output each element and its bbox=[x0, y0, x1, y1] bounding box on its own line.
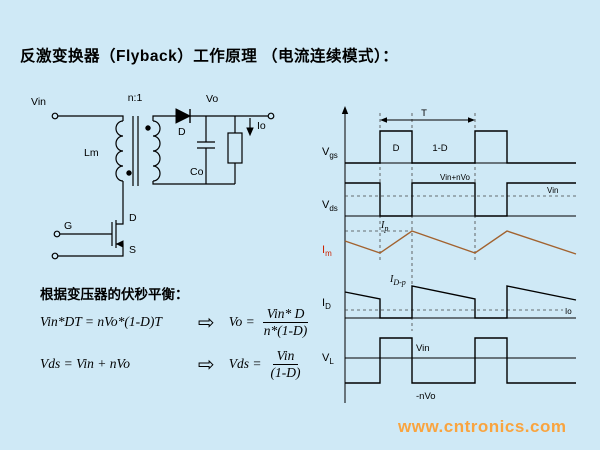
vl-low-label: -nVo bbox=[416, 391, 436, 402]
circuit-wires bbox=[58, 115, 268, 257]
vds-row: Vds Vin+nVo Vin bbox=[322, 173, 576, 217]
vl-row: VL Vin -nVo bbox=[322, 337, 576, 402]
turns-ratio-label: n:1 bbox=[128, 92, 143, 104]
diode-symbol bbox=[175, 108, 192, 124]
gate-label: G bbox=[64, 220, 72, 232]
secondary-winding bbox=[152, 120, 161, 182]
vl-trace bbox=[345, 337, 576, 384]
flyback-circuit-diagram: Vin n:1 Lm D Vo Io Co G D S bbox=[31, 92, 275, 260]
page-title: 反激变换器（Flyback）工作原理 （电流连续模式）： bbox=[20, 48, 399, 65]
id-row: ID ID-p Io bbox=[322, 274, 577, 319]
return-terminal bbox=[51, 252, 59, 260]
lm-label: Lm bbox=[84, 147, 99, 159]
vl-high-label: Vin bbox=[416, 343, 430, 354]
load-resistor bbox=[227, 132, 243, 164]
axis-arrow-icon bbox=[341, 106, 349, 114]
dot-secondary bbox=[145, 125, 151, 131]
gate-terminal bbox=[53, 230, 61, 238]
watermark: www.cntronics.com bbox=[398, 417, 567, 436]
eq1-numerator: Vin* D bbox=[262, 306, 309, 323]
eq1-denominator: n*(1-D) bbox=[263, 322, 308, 338]
im-trace bbox=[344, 230, 577, 255]
vgs-label: Vgs bbox=[322, 146, 338, 160]
equation-2: Vds = Vin + nVo ⇨ Vds = Vin (1-D) bbox=[40, 348, 303, 380]
waveform-panel: T Vgs D 1-D Vds Vin+nVo Vin Im Ip bbox=[322, 106, 577, 403]
im-label: Im bbox=[322, 244, 332, 258]
drain-label: D bbox=[129, 212, 137, 224]
vgs-row: Vgs D 1-D bbox=[322, 130, 576, 164]
vds-high-level-label: Vin+nVo bbox=[440, 173, 470, 182]
vds-vin-level-label: Vin bbox=[547, 186, 558, 195]
io-label: Io bbox=[257, 120, 266, 132]
source-label: S bbox=[129, 244, 136, 256]
idp-label: ID-p bbox=[389, 274, 406, 287]
duty-on-label: D bbox=[393, 143, 400, 154]
equation-1: Vin*DT = nVo*(1-D)T ⇨ Vo = Vin* D n*(1-D… bbox=[40, 306, 309, 338]
implies-arrow: ⇨ bbox=[198, 352, 215, 377]
io-level-label: Io bbox=[565, 307, 572, 316]
eq2-numerator: Vin bbox=[272, 348, 299, 365]
eq1-lhs: Vin*DT = nVo*(1-D)T bbox=[40, 314, 162, 330]
vgs-trace bbox=[345, 130, 576, 164]
diode-label: D bbox=[178, 126, 186, 138]
vo-terminal bbox=[267, 112, 275, 120]
id-label: ID bbox=[322, 297, 331, 311]
co-label: Co bbox=[190, 166, 204, 178]
mosfet-arrow bbox=[115, 240, 124, 248]
vin-label: Vin bbox=[31, 96, 46, 108]
eq1-rhs-head: Vo = bbox=[228, 314, 255, 330]
volt-second-heading: 根据变压器的伏秒平衡： bbox=[40, 287, 189, 302]
duty-off-label: 1-D bbox=[432, 143, 447, 154]
primary-winding bbox=[115, 120, 124, 182]
im-row: Im Ip bbox=[322, 220, 577, 258]
dot-primary bbox=[126, 170, 132, 176]
eq2-denominator: (1-D) bbox=[270, 364, 301, 380]
vds-label: Vds bbox=[322, 199, 338, 213]
eq1-fraction: Vin* D n*(1-D) bbox=[262, 306, 310, 338]
vo-label: Vo bbox=[206, 93, 218, 105]
ip-label: Ip bbox=[380, 220, 388, 233]
vin-terminal bbox=[51, 112, 59, 120]
period-marker: T bbox=[380, 108, 475, 123]
eq2-fraction: Vin (1-D) bbox=[269, 348, 303, 380]
mosfet bbox=[60, 220, 117, 248]
implies-arrow: ⇨ bbox=[198, 310, 215, 335]
circuit-symbols bbox=[51, 108, 275, 260]
waveform-axis bbox=[341, 106, 349, 403]
id-trace bbox=[344, 285, 577, 319]
vds-trace bbox=[345, 182, 576, 217]
eq2-lhs: Vds = Vin + nVo bbox=[40, 356, 130, 372]
eq2-rhs-head: Vds = bbox=[228, 356, 262, 372]
period-label: T bbox=[421, 108, 427, 119]
vl-label: VL bbox=[322, 352, 334, 366]
io-arrow bbox=[246, 127, 254, 137]
